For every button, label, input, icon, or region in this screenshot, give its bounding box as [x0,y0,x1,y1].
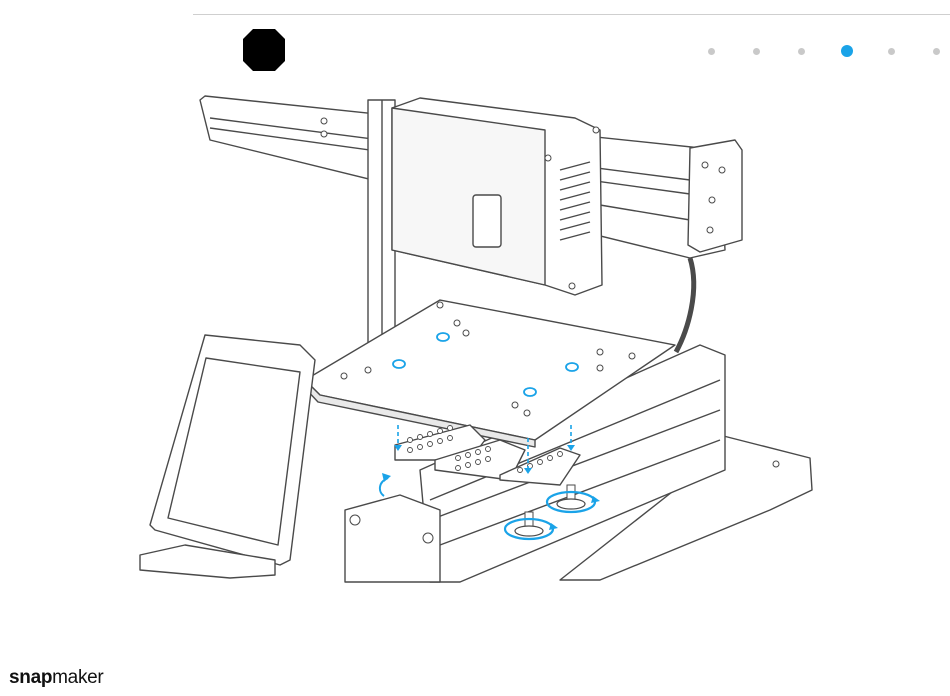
brand-logo: snapmaker [9,667,103,689]
touchscreen-display [168,358,300,545]
pager-dot-3[interactable] [798,48,805,55]
pager-dot-4[interactable] [841,45,853,57]
printer-assembly-illustration [135,90,950,590]
pager-dot-6[interactable] [933,48,940,55]
pager-dot-2[interactable] [753,48,760,55]
toolhead-window [473,195,501,247]
pager-dot-5[interactable] [888,48,895,55]
step-number [243,29,285,71]
cable [676,258,694,352]
top-divider [193,14,950,15]
rail-end-cap [688,140,742,252]
pager-dot-1[interactable] [708,48,715,55]
